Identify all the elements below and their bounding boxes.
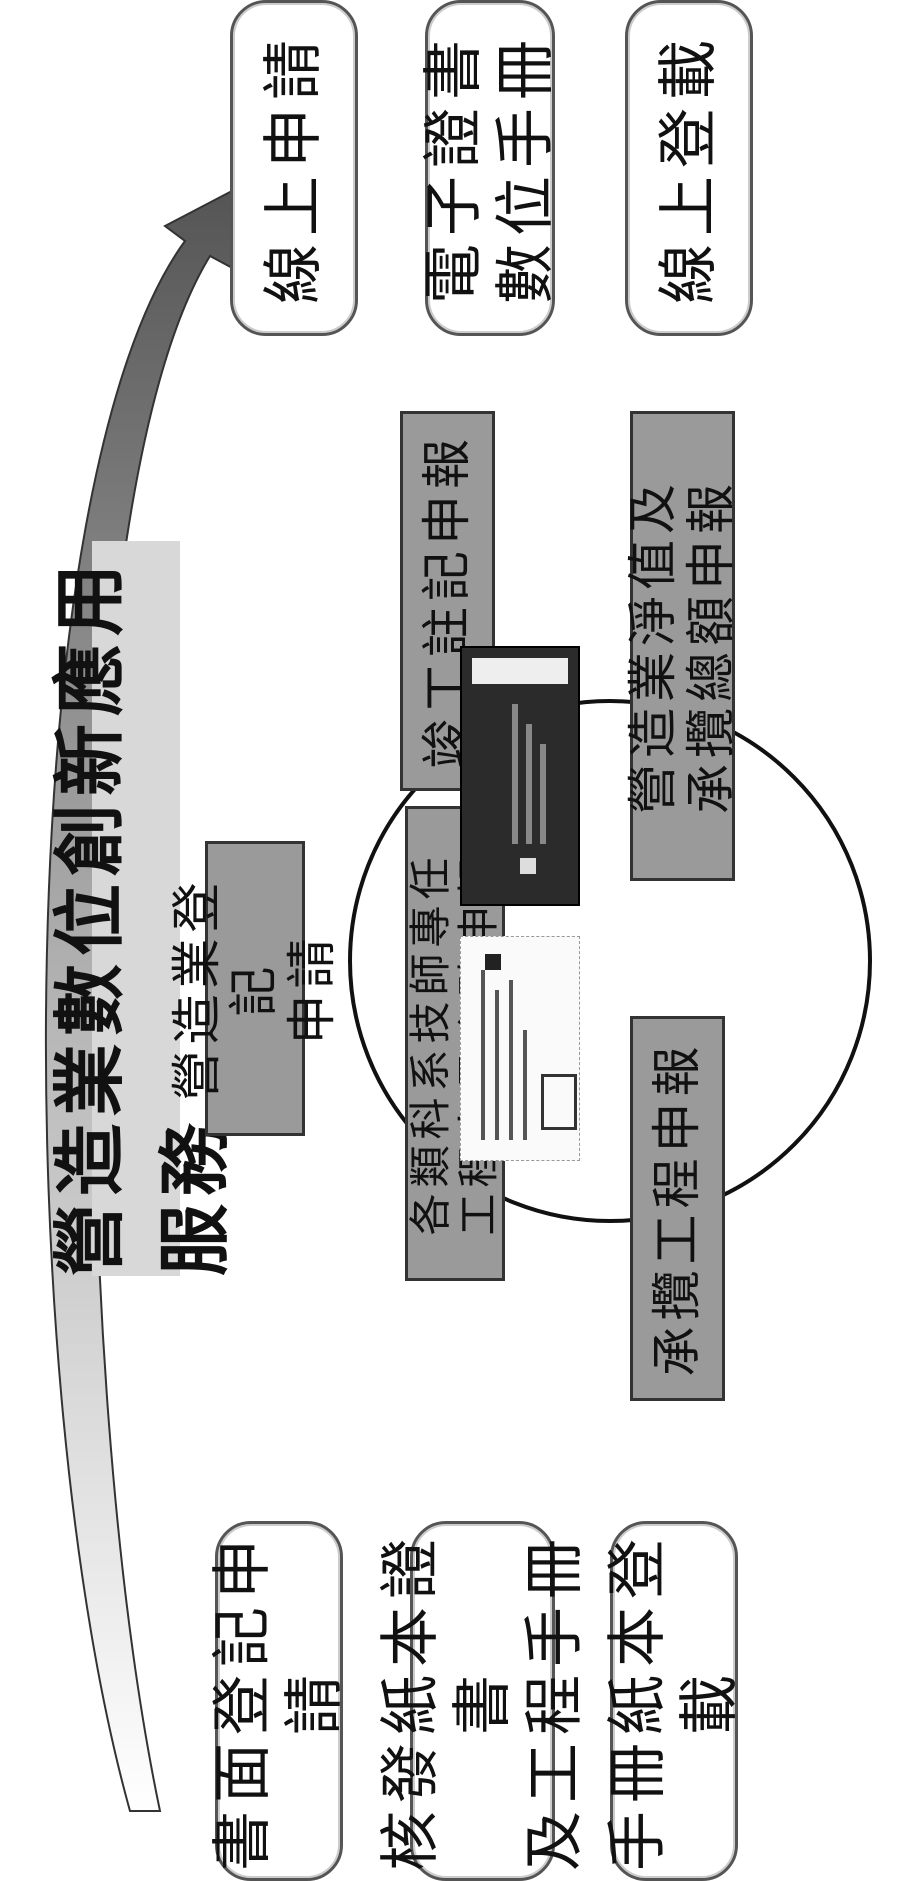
online-application-box: 線上申請: [230, 0, 358, 336]
paper-handbook-label: 手冊紙本登載: [603, 1531, 745, 1871]
paper-handbook-box: 手冊紙本登載: [603, 1521, 745, 1881]
service-contract-report: 承攬工程申報: [630, 1016, 725, 1401]
service-contract-label: 承攬工程申報: [647, 1040, 706, 1377]
certificate-document-image: [460, 646, 580, 906]
service-circle: [348, 699, 872, 1223]
diagram-title: 營造業數位創新應用服務: [48, 541, 237, 1276]
digital-certificate-box: 電子證書 數位手冊: [419, 0, 561, 336]
service-registration-label: 營造業登記 申請: [167, 876, 341, 1101]
paper-application-box: 書面登記申請: [208, 1521, 350, 1881]
service-net-worth-label: 營造業淨值及 承攬總額申報: [624, 478, 740, 814]
service-registration: 營造業登記 申請: [168, 841, 341, 1136]
paper-application-label: 書面登記申請: [208, 1531, 350, 1871]
online-record-box: 線上登載: [625, 0, 753, 336]
paper-certificate-label: 核發紙本證書 及工程手冊: [375, 1531, 590, 1871]
online-record-label: 線上登載: [654, 32, 724, 304]
online-application-label: 線上申請: [259, 32, 329, 304]
digital-certificate-label: 電子證書 數位手冊: [419, 32, 561, 304]
paper-certificate-box: 核發紙本證書 及工程手冊: [376, 1521, 590, 1881]
handbook-document-image: [460, 936, 580, 1161]
service-net-worth-report: 營造業淨值及 承攬總額申報: [624, 411, 740, 881]
